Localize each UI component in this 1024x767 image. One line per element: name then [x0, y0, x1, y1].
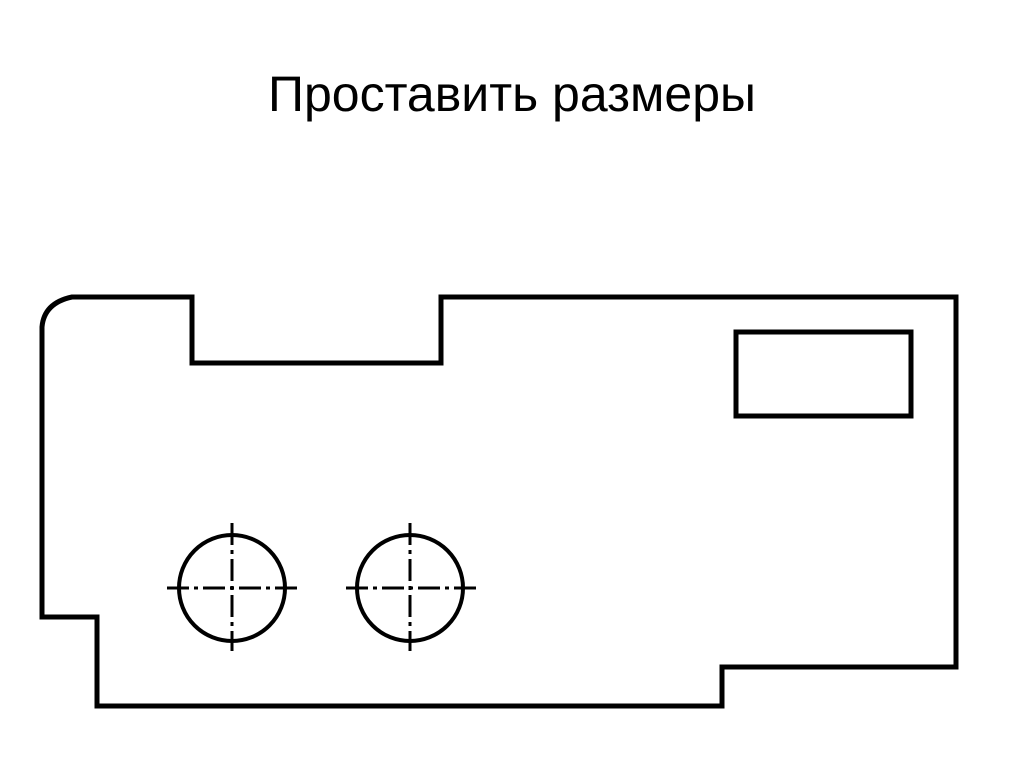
slide-title: Проставить размеры	[268, 66, 756, 122]
hole-right	[346, 523, 476, 651]
rectangular-cutout	[733, 329, 914, 419]
part-outline	[39, 294, 959, 709]
hole-left	[167, 523, 297, 651]
